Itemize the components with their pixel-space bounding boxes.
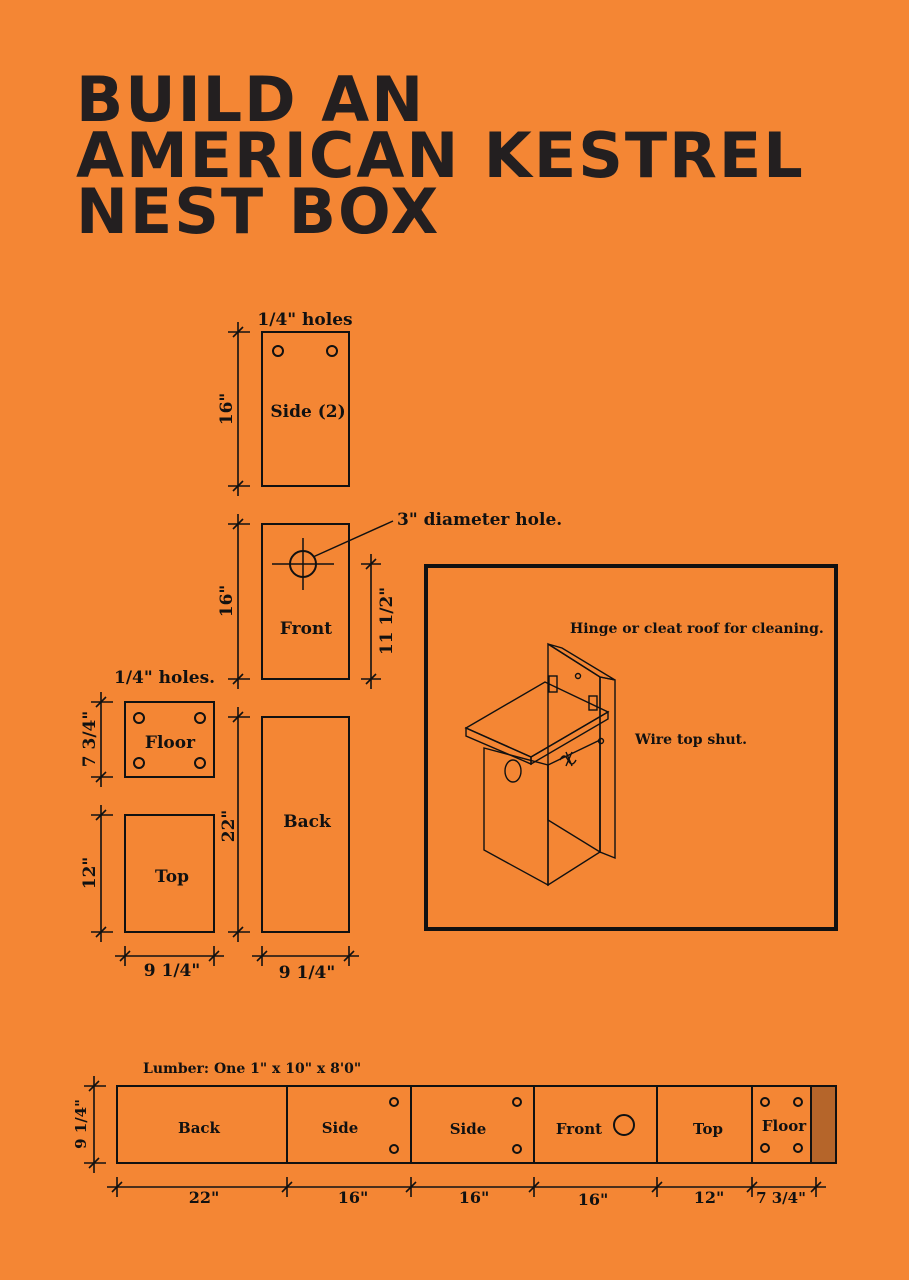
hinge-note: Hinge or cleat roof for cleaning. [570, 621, 824, 637]
top-height-label: 12" [80, 857, 100, 890]
lumber-section-length: 22" [189, 1188, 220, 1207]
front-hole-label: 3" diameter hole. [397, 510, 562, 530]
assembly-frame [424, 564, 838, 931]
lumber-side2-hole-top [512, 1097, 522, 1107]
lumber-width-label: 9 1/4" [72, 1099, 90, 1149]
title-line-1: BUILD AN [76, 63, 426, 136]
hinge-left [548, 675, 558, 693]
lumber-section-label: Top [693, 1120, 723, 1138]
assembled-box-illustration [464, 642, 616, 887]
lumber-section-label: Front [556, 1120, 602, 1138]
back-board [547, 643, 616, 681]
lumber-section-label: Side [450, 1120, 487, 1138]
back-width-label: 9 1/4" [279, 963, 335, 983]
lumber-section-length: 16" [338, 1188, 369, 1207]
side-holes-label: 1/4" holes [257, 310, 352, 330]
front-panel [261, 520, 394, 680]
lumber-section-length: 7 3/4" [756, 1189, 806, 1207]
floor-hole-bl [133, 757, 145, 769]
top-width-dimension [115, 946, 224, 966]
box-entrance-hole [504, 759, 522, 783]
floor-height-label: 7 3/4" [80, 711, 100, 767]
side-panel [261, 331, 350, 487]
lumber-floor-hole-br [793, 1143, 803, 1153]
hole-leader-line [312, 520, 394, 558]
lumber-section-label: Back [178, 1119, 221, 1137]
roof-edge-side [530, 710, 609, 766]
scrap-piece [810, 1085, 837, 1164]
wire-twist [559, 751, 577, 767]
lumber-width-dimension [84, 1076, 106, 1173]
back-height-label: 22" [219, 810, 239, 843]
floor-panel-outline [124, 701, 215, 778]
hinge-right [588, 695, 598, 711]
side-hole-left [272, 345, 284, 357]
lumber-floor-hole-tl [760, 1097, 770, 1107]
front-hole-height-label: 11 1/2" [377, 587, 397, 655]
top-label: Top [155, 867, 189, 887]
front-label: Front [280, 619, 332, 639]
top-panel [124, 814, 215, 933]
front-height-dimension [228, 514, 250, 689]
back-hole-upper [574, 672, 582, 680]
lumber-section-length: 16" [459, 1188, 490, 1207]
floor-holes-label: 1/4" holes. [114, 668, 215, 688]
back-label: Back [283, 812, 332, 832]
lumber-side1-hole-bottom [389, 1144, 399, 1154]
floor-panel [124, 701, 215, 778]
side-height-dimension [228, 322, 250, 496]
floor-hole-br [194, 757, 206, 769]
top-width-label: 9 1/4" [144, 961, 200, 981]
lumber-section-length: 12" [694, 1188, 725, 1207]
side-hole-right [326, 345, 338, 357]
lumber-section-length: 16" [578, 1190, 609, 1209]
lumber-label: Lumber: One 1" x 10" x 8'0" [143, 1061, 361, 1077]
lumber-section-label: Side [322, 1119, 359, 1137]
floor-height-dimension [91, 692, 113, 787]
box-side-left [483, 747, 549, 887]
back-panel [261, 716, 350, 933]
lumber-section-label: Floor [762, 1117, 807, 1135]
lumber-floor-hole-bl [760, 1143, 770, 1153]
box-side-front [547, 738, 601, 887]
back-hole-lower [597, 737, 605, 745]
back-board-side [547, 642, 601, 854]
page-title: BUILD AN AMERICAN KESTREL NEST BOX [76, 63, 805, 248]
lumber-board [116, 1085, 837, 1164]
lumber-floor-hole-tr [793, 1097, 803, 1107]
lumber-side2-hole-bottom [512, 1144, 522, 1154]
wire-note: Wire top shut. [634, 732, 747, 748]
top-height-dimension [91, 805, 113, 942]
back-board-face [599, 676, 616, 860]
back-height-dimension [228, 707, 250, 942]
back-width-dimension [252, 946, 359, 966]
lumber-side1-hole-top [389, 1097, 399, 1107]
side-label: Side (2) [270, 402, 345, 422]
floor-hole-tr [194, 712, 206, 724]
back-panel-outline [261, 716, 350, 933]
lumber-front-hole [613, 1114, 635, 1136]
side-panel-outline [261, 331, 350, 487]
top-panel-outline [124, 814, 215, 933]
floor-hole-tl [133, 712, 145, 724]
front-height-label: 16" [217, 585, 237, 618]
front-panel-outline [261, 523, 350, 680]
hole-height-dimension [361, 554, 381, 689]
lumber-length-dimension [107, 1177, 826, 1197]
floor-label: Floor [145, 733, 196, 753]
title-line-2: AMERICAN KESTREL [76, 119, 805, 192]
title-line-3: NEST BOX [76, 175, 441, 248]
side-height-label: 16" [217, 393, 237, 426]
